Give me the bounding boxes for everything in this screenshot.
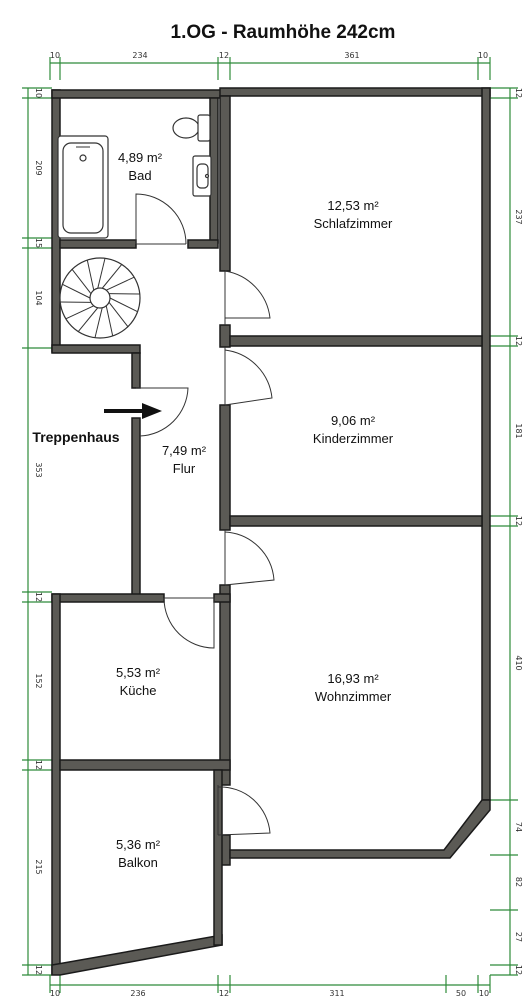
room-kueche: 5,53 m² Küche: [116, 665, 161, 698]
dim-right-3: 12: [514, 336, 523, 346]
room-flur-area: 7,49 m²: [162, 443, 207, 458]
dim-top-5: 10: [478, 51, 488, 60]
dim-left-5: 353: [34, 462, 43, 477]
stair-tread: [97, 258, 106, 289]
dimension-left: 10 209 15 104 353 12 152 12 215 12: [22, 87, 52, 976]
dim-right-4: 181: [514, 423, 523, 438]
dim-right-10: 12: [514, 965, 523, 975]
dimension-right: 12 237 12 181 12 410 74 82 27 12: [490, 87, 523, 976]
dimension-top: 10 234 12 361 10: [49, 51, 491, 80]
doors: [135, 193, 275, 836]
room-kinderzimmer-area: 9,06 m²: [331, 413, 376, 428]
room-bad: 4,89 m² Bad: [118, 150, 163, 183]
dim-bottom-6: 10: [479, 989, 489, 998]
dim-left-6: 12: [34, 592, 43, 602]
stair-tread: [109, 297, 138, 313]
dim-bottom-1: 10: [50, 989, 60, 998]
room-bad-area: 4,89 m²: [118, 150, 163, 165]
stair-tread: [86, 259, 95, 291]
spiral-staircase-icon: [59, 257, 141, 339]
dim-bottom-4: 311: [329, 989, 344, 998]
dim-right-8: 82: [514, 877, 523, 887]
dim-left-1: 10: [34, 88, 43, 98]
dim-top-4: 361: [344, 51, 359, 60]
stair-tread: [71, 269, 92, 294]
dim-right-5: 12: [514, 516, 523, 526]
sink-icon: [192, 155, 212, 197]
page-title: 1.OG - Raumhöhe 242cm: [171, 22, 396, 43]
bathtub-icon: [57, 135, 109, 239]
dim-left-9: 215: [34, 859, 43, 874]
room-wohnzimmer: 16,93 m² Wohnzimmer: [315, 671, 392, 704]
toilet-icon: [172, 114, 211, 142]
stair-tread: [62, 283, 91, 299]
dim-left-8: 12: [34, 760, 43, 770]
dim-bottom-5: 50: [456, 989, 466, 998]
room-kueche-name: Küche: [120, 683, 157, 698]
stair-tread: [105, 305, 114, 337]
dimension-bottom: 10 236 12 311 50 10: [49, 975, 491, 998]
room-flur-name: Flur: [173, 461, 196, 476]
room-kinderzimmer: 9,06 m² Kinderzimmer: [313, 413, 394, 446]
stair-tread: [65, 305, 94, 320]
stair-tread: [94, 307, 103, 338]
stair-tread: [77, 307, 99, 332]
room-schlafzimmer-name: Schlafzimmer: [314, 216, 393, 231]
room-flur: 7,49 m² Flur: [162, 443, 207, 476]
treppenhaus-label: Treppenhaus: [32, 429, 119, 445]
dim-right-1: 12: [514, 88, 523, 98]
dim-left-2: 209: [34, 160, 43, 175]
dim-left-10: 12: [34, 965, 43, 975]
room-wohnzimmer-name: Wohnzimmer: [315, 689, 392, 704]
room-kueche-area: 5,53 m²: [116, 665, 161, 680]
stair-tread: [101, 264, 123, 289]
dim-left-3: 15: [34, 238, 43, 248]
dim-right-9: 27: [514, 932, 523, 942]
dim-bottom-2: 236: [130, 989, 145, 998]
dim-left-7: 152: [34, 673, 43, 688]
stair-tread: [108, 302, 129, 327]
dim-top-1: 10: [50, 51, 60, 60]
dim-right-6: 410: [514, 655, 523, 670]
dim-right-7: 74: [514, 822, 523, 832]
dim-top-3: 12: [219, 51, 229, 60]
entrance-arrow-icon: [104, 403, 162, 419]
dim-bottom-3: 12: [219, 989, 229, 998]
room-balkon-name: Balkon: [118, 855, 158, 870]
dim-left-4: 104: [34, 290, 43, 305]
stair-tread: [106, 276, 135, 291]
dim-top-2: 234: [132, 51, 147, 60]
room-balkon-area: 5,36 m²: [116, 837, 161, 852]
room-schlafzimmer-area: 12,53 m²: [327, 198, 379, 213]
room-schlafzimmer: 12,53 m² Schlafzimmer: [314, 198, 393, 231]
room-bad-name: Bad: [128, 168, 151, 183]
room-wohnzimmer-area: 16,93 m²: [327, 671, 379, 686]
dim-right-2: 237: [514, 209, 523, 224]
room-balkon: 5,36 m² Balkon: [116, 837, 161, 870]
room-kinderzimmer-name: Kinderzimmer: [313, 431, 394, 446]
